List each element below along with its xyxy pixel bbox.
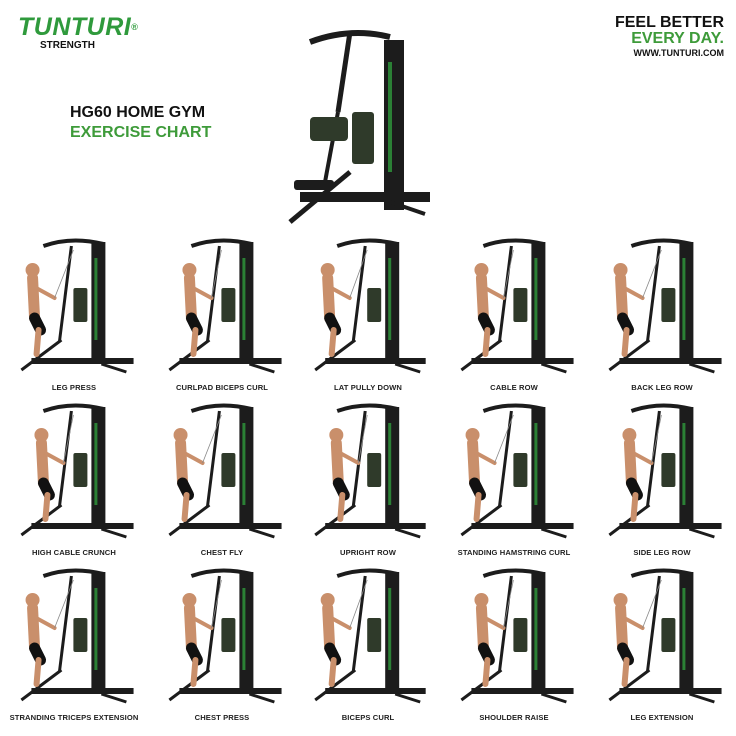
exercise-label: STRANDING TRICEPS EXTENSION	[9, 713, 139, 722]
exercise-label: BACK LEG ROW	[631, 383, 693, 392]
slogan-line-2: EVERY DAY.	[631, 30, 724, 47]
exercise-illustration	[168, 568, 282, 704]
hero-gym-image	[280, 22, 440, 227]
exercise-tile: LEG EXTENSION	[588, 560, 736, 722]
exercise-illustration	[608, 403, 722, 539]
exercise-label: LEG PRESS	[51, 383, 97, 392]
exercise-label: STANDING HAMSTRING CURL	[457, 548, 571, 557]
exercise-tile: HIGH CABLE CRUNCH	[0, 395, 148, 557]
exercise-illustration	[460, 238, 574, 374]
exercise-tile: STRANDING TRICEPS EXTENSION	[0, 560, 148, 722]
exercise-label: UPRIGHT ROW	[340, 548, 396, 557]
slogan-line-1: FEEL BETTER	[614, 14, 724, 31]
exercise-label: LEG EXTENSION	[630, 713, 694, 722]
exercise-label: LAT PULLY DOWN	[334, 383, 402, 392]
website-url: WWW.TUNTURI.COM	[633, 48, 724, 58]
exercise-tile: STANDING HAMSTRING CURL	[440, 395, 588, 557]
exercise-label: CURLPAD BICEPS CURL	[175, 383, 269, 392]
exercise-illustration	[20, 238, 134, 374]
exercise-tile: SHOULDER RAISE	[440, 560, 588, 722]
exercise-tile: UPRIGHT ROW	[296, 395, 440, 557]
brand-name: TUNTURI	[18, 13, 132, 41]
exercise-illustration	[608, 568, 722, 704]
slogan: FEEL BETTER EVERY DAY. WWW.TUNTURI.COM	[615, 14, 724, 59]
exercise-label: BICEPS CURL	[341, 713, 395, 722]
exercise-illustration	[168, 403, 282, 539]
exercise-tile: CABLE ROW	[440, 230, 588, 392]
exercise-illustration	[608, 238, 722, 374]
exercise-tile: LEG PRESS	[0, 230, 148, 392]
exercise-tile: SIDE LEG ROW	[588, 395, 736, 557]
exercise-illustration	[460, 568, 574, 704]
registered-mark: ®	[131, 22, 139, 32]
home-gym-machine-illustration	[288, 30, 430, 224]
exercise-illustration	[314, 403, 426, 539]
exercise-tile: CHEST FLY	[148, 395, 296, 557]
exercise-tile: BACK LEG ROW	[588, 230, 736, 392]
exercise-label: HIGH CABLE CRUNCH	[32, 548, 116, 557]
exercise-tile: BICEPS CURL	[296, 560, 440, 722]
exercise-label: CHEST PRESS	[194, 713, 250, 722]
exercise-illustration	[314, 238, 426, 374]
exercise-label: CABLE ROW	[490, 383, 538, 392]
exercise-illustration	[460, 403, 574, 539]
exercise-tile: CHEST PRESS	[148, 560, 296, 722]
brand-subtitle: STRENGTH	[40, 40, 95, 51]
brand-logo: TUNTURI® STRENGTH	[18, 14, 138, 51]
exercise-tile: LAT PULLY DOWN	[296, 230, 440, 392]
exercise-label: CHEST FLY	[200, 548, 244, 557]
title-line-1: HG60 HOME GYM	[70, 104, 206, 121]
chart-title: HG60 HOME GYM EXERCISE CHART	[70, 103, 211, 143]
exercise-illustration	[314, 568, 426, 704]
exercise-illustration	[168, 238, 282, 374]
exercise-label: SHOULDER RAISE	[479, 713, 549, 722]
exercise-label: SIDE LEG ROW	[633, 548, 691, 557]
exercise-illustration	[20, 568, 134, 704]
exercise-tile: CURLPAD BICEPS CURL	[148, 230, 296, 392]
exercise-illustration	[20, 403, 134, 539]
title-line-2: EXERCISE CHART	[70, 124, 212, 141]
